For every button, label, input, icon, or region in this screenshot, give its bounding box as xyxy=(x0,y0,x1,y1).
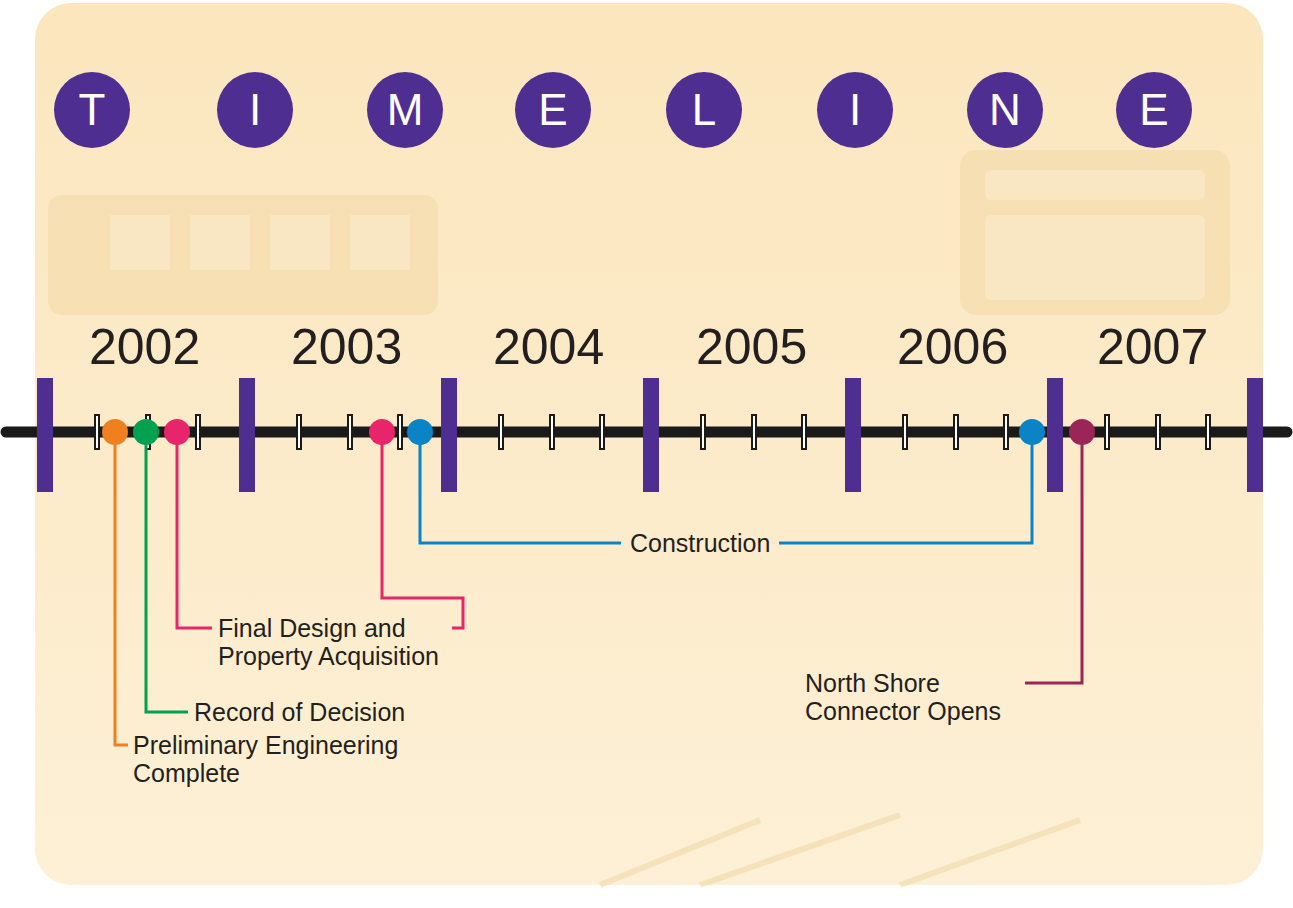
letter-circle: I xyxy=(817,72,893,148)
leader-lines xyxy=(115,440,1082,745)
year-label: 2005 xyxy=(696,322,807,372)
milestone-dot xyxy=(1019,419,1045,445)
title-letter: E xyxy=(538,88,567,132)
train-window xyxy=(190,215,250,270)
leader-line xyxy=(146,440,188,712)
year-label-text: 2004 xyxy=(493,319,604,375)
phase-label-text: Construction xyxy=(630,529,770,557)
milestone-label-text: Record of Decision xyxy=(194,698,405,726)
letter-circle: E xyxy=(1116,72,1192,148)
milestone-label-text: North Shore Connector Opens xyxy=(805,669,1001,725)
milestone-dot xyxy=(369,419,395,445)
title-letter: I xyxy=(849,88,861,132)
train-window xyxy=(270,215,330,270)
milestone-label-text: Preliminary Engineering Complete xyxy=(133,731,398,787)
milestone-label: Preliminary Engineering Complete xyxy=(133,731,433,787)
leader-line xyxy=(779,440,1032,543)
year-label: 2003 xyxy=(291,322,402,372)
letter-circle: N xyxy=(967,72,1043,148)
year-label-text: 2003 xyxy=(291,319,402,375)
milestone-dot xyxy=(133,419,159,445)
year-label-text: 2005 xyxy=(696,319,807,375)
leader-line xyxy=(115,440,128,745)
year-label: 2004 xyxy=(493,322,604,372)
phase-label: Construction xyxy=(630,529,770,557)
year-label-text: 2002 xyxy=(89,319,200,375)
train-window xyxy=(350,215,410,270)
milestone-dot xyxy=(1069,419,1095,445)
letter-circle: I xyxy=(217,72,293,148)
milestone-label: Final Design and Property Acquisition xyxy=(218,614,458,670)
train-body xyxy=(48,195,438,315)
title-letter: N xyxy=(989,88,1021,132)
title-letter: E xyxy=(1139,88,1168,132)
year-label: 2007 xyxy=(1097,322,1208,372)
year-ticks xyxy=(37,378,1263,492)
milestone-label: North Shore Connector Opens xyxy=(805,669,1020,725)
title-letter: M xyxy=(387,88,424,132)
letter-circle: M xyxy=(367,72,443,148)
letter-circle: T xyxy=(54,72,130,148)
year-label-text: 2006 xyxy=(897,319,1008,375)
milestone-dot xyxy=(102,419,128,445)
year-label: 2002 xyxy=(89,322,200,372)
train-front xyxy=(960,150,1230,315)
milestone-dot xyxy=(164,419,190,445)
milestone-label-text: Final Design and Property Acquisition xyxy=(218,614,439,670)
title-letter: I xyxy=(249,88,261,132)
year-label: 2006 xyxy=(897,322,1008,372)
train-sign xyxy=(985,170,1205,200)
title-letter: T xyxy=(79,88,106,132)
leader-line xyxy=(382,440,463,628)
milestone-dot xyxy=(407,419,433,445)
train-window xyxy=(110,215,170,270)
letter-circle: E xyxy=(515,72,591,148)
year-label-text: 2007 xyxy=(1097,319,1208,375)
rail-line xyxy=(600,815,1080,885)
milestone-label: Record of Decision xyxy=(194,698,454,726)
title-letter: L xyxy=(692,88,716,132)
leader-line xyxy=(420,440,621,543)
letter-circle: L xyxy=(666,72,742,148)
train-windshield xyxy=(985,215,1205,300)
faded-train-photo xyxy=(48,150,1230,885)
leader-line xyxy=(1025,440,1082,683)
panel-ground xyxy=(35,3,1263,885)
leader-line xyxy=(177,440,212,628)
